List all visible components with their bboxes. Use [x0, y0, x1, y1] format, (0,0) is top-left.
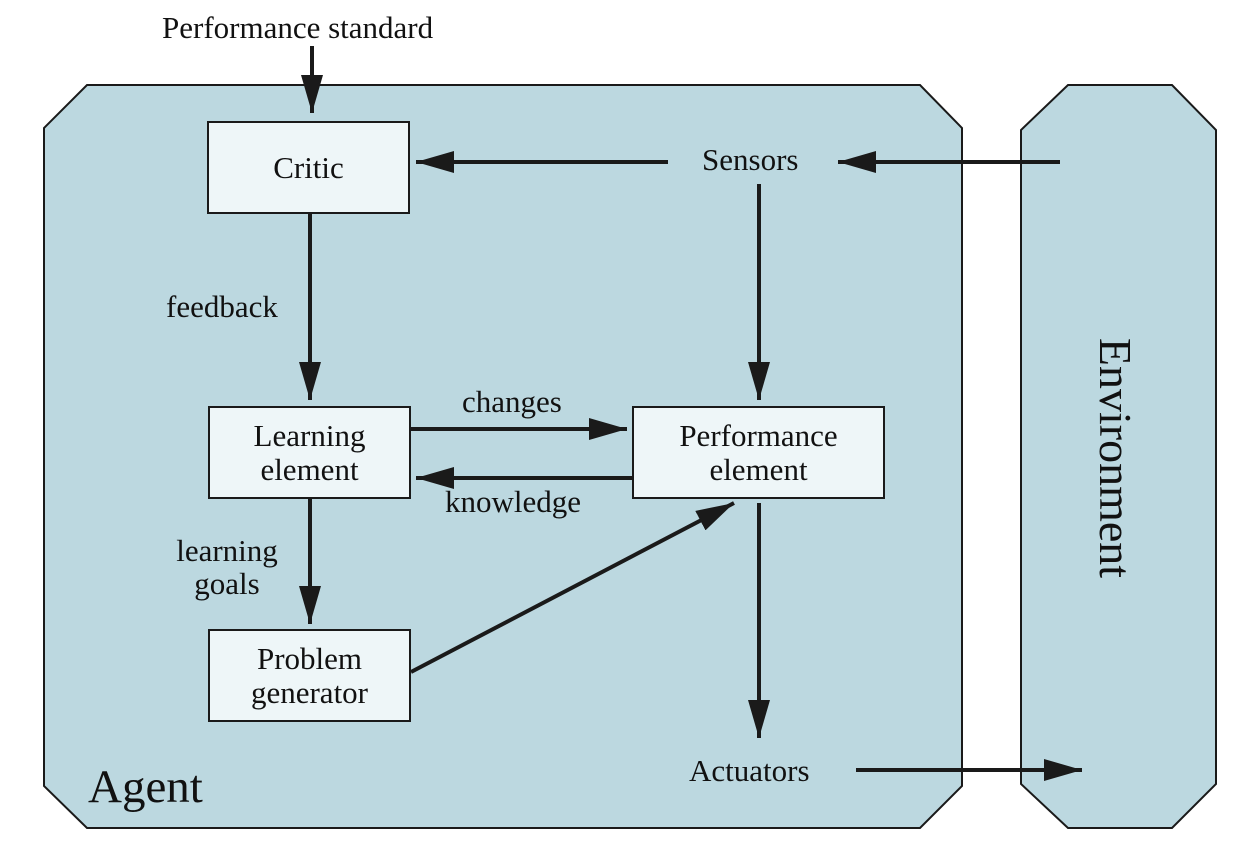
actuators-label: Actuators	[689, 753, 810, 788]
environment-panel	[1020, 84, 1217, 829]
sensors-label: Sensors	[702, 142, 799, 177]
learning-goals-line-2: goals	[194, 566, 260, 601]
problem-generator-line-1: Problem	[256, 640, 363, 676]
learning-goals-label: learning goals	[176, 534, 278, 600]
performance-element-box: Performance element	[632, 406, 885, 499]
learning-element-box: Learning element	[208, 406, 411, 499]
knowledge-label: knowledge	[445, 484, 582, 519]
feedback-label: feedback	[166, 289, 278, 324]
critic-label: Critic	[273, 149, 344, 185]
critic-box: Critic	[207, 121, 410, 214]
learning-element-line-1: Learning	[253, 417, 366, 453]
performance-standard-label: Performance standard	[162, 10, 434, 45]
performance-element-line-1: Performance	[679, 417, 838, 453]
arrow-problem-to-performance	[410, 501, 735, 674]
problem-generator-line-2: generator	[250, 674, 369, 710]
changes-label: changes	[462, 384, 562, 419]
environment-label: Environment	[1090, 337, 1141, 579]
performance-element-line-2: element	[709, 451, 808, 487]
learning-element-line-2: element	[260, 451, 359, 487]
learning-goals-line-1: learning	[176, 533, 278, 568]
problem-generator-box: Problem generator	[208, 629, 411, 722]
agent-label: Agent	[88, 761, 203, 813]
